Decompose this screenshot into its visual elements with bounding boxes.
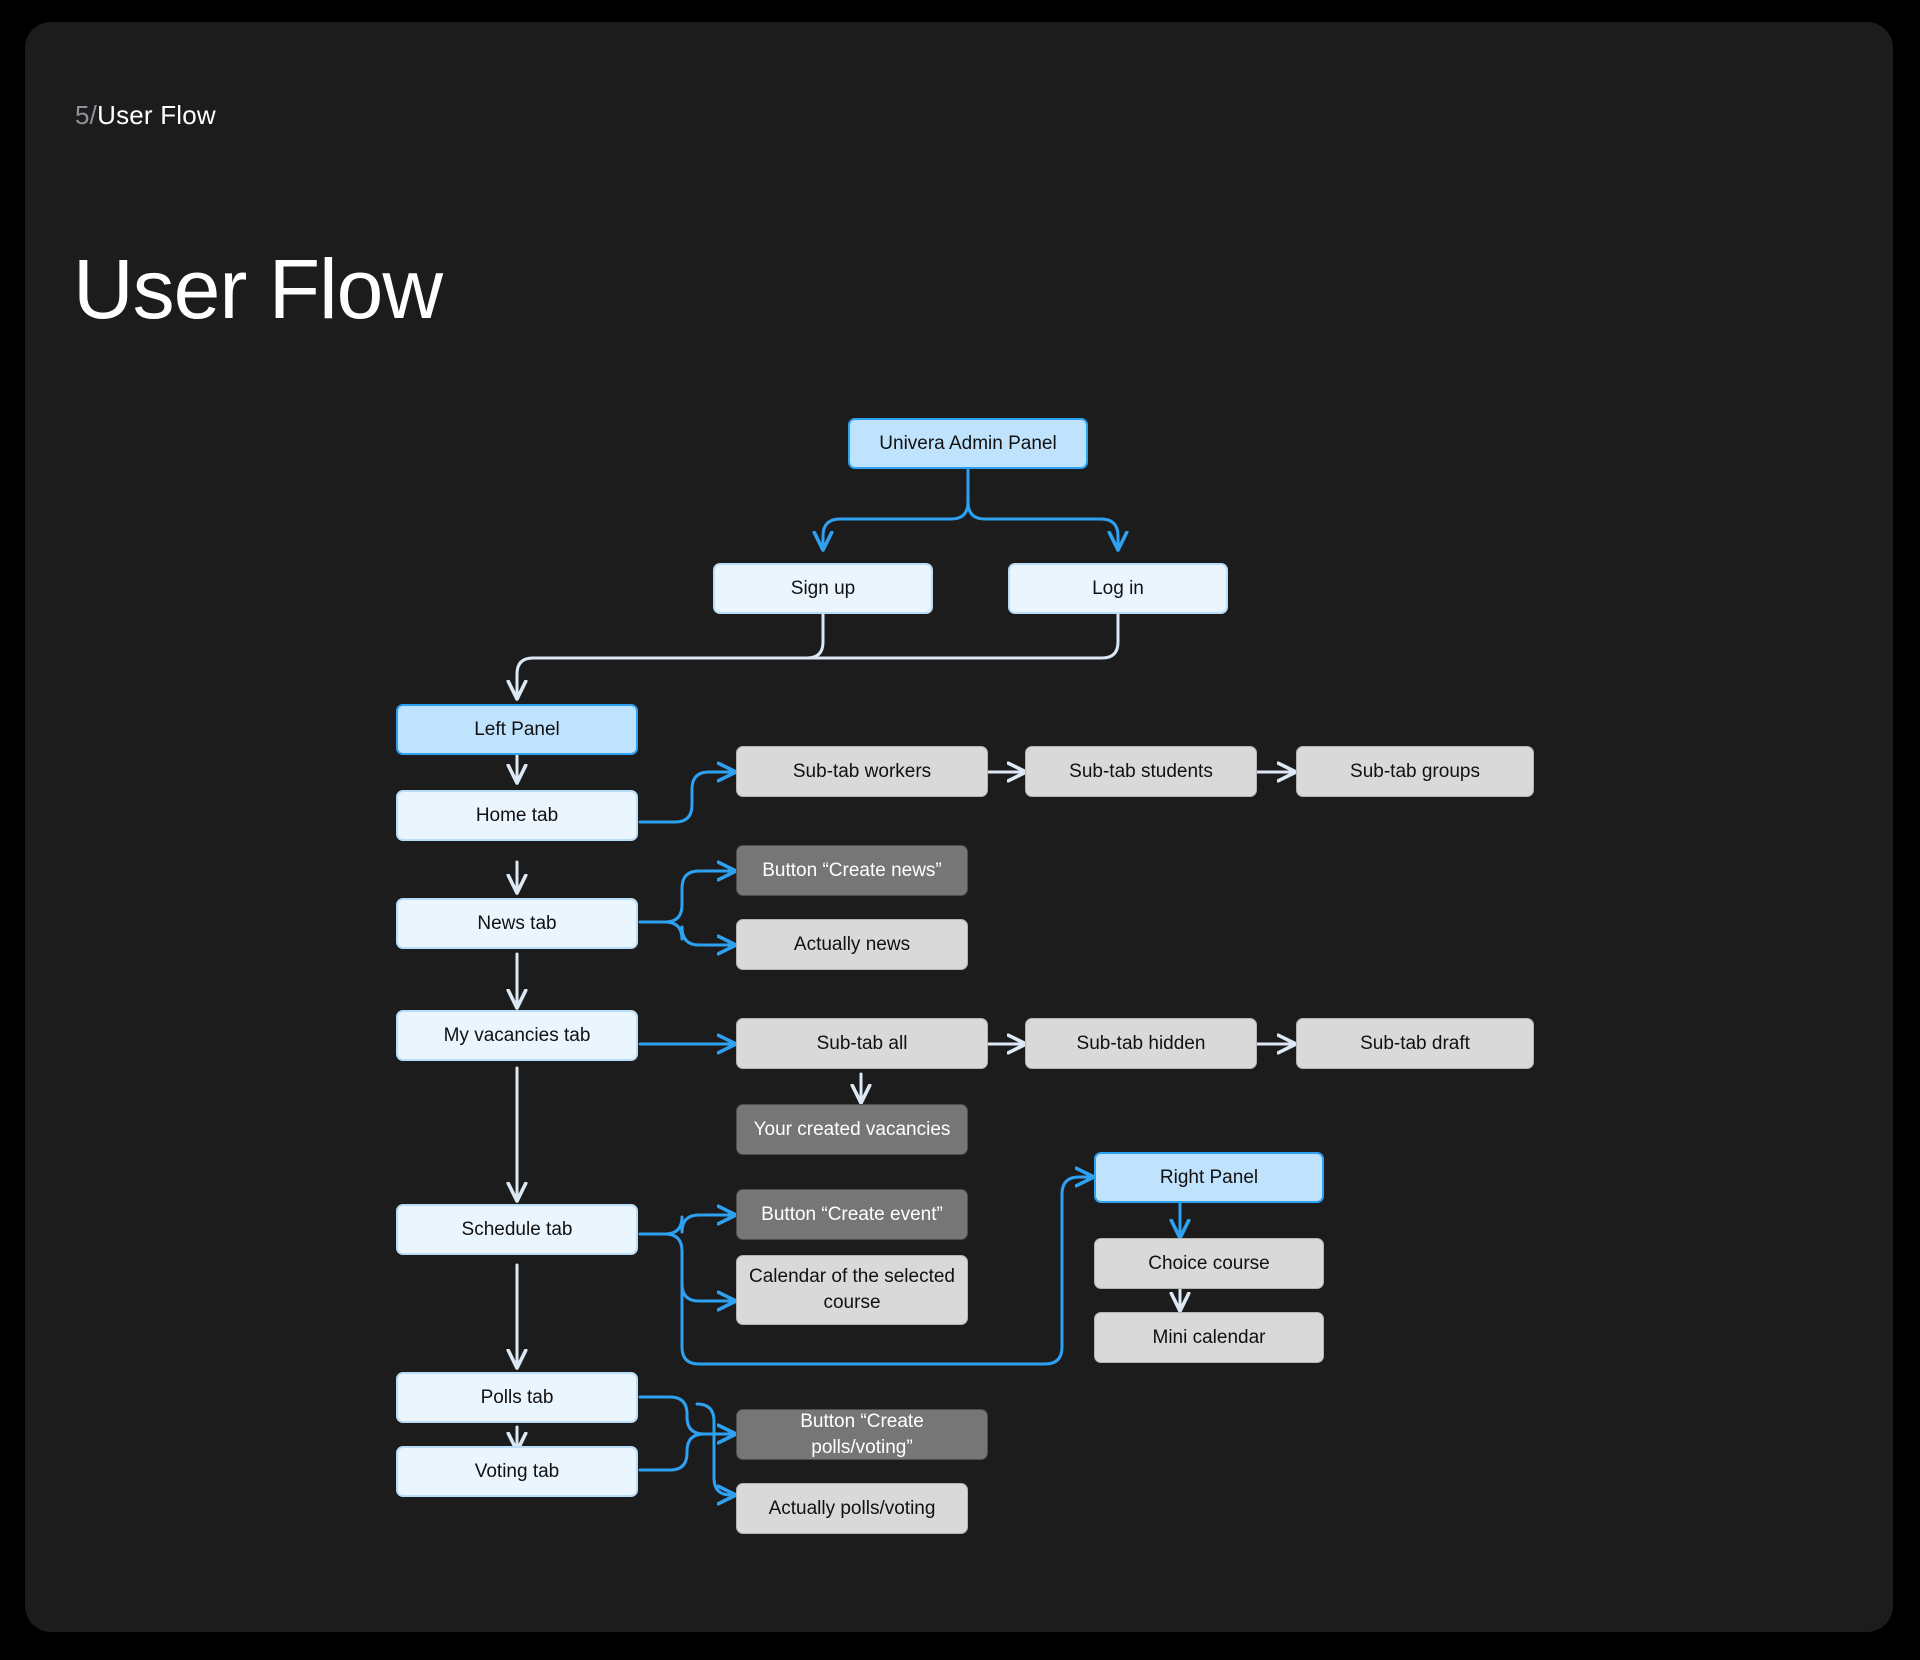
node-sub-tab-groups[interactable]: Sub-tab groups — [1296, 746, 1534, 797]
page-title: User Flow — [73, 242, 443, 336]
node-sub-tab-hidden[interactable]: Sub-tab hidden — [1025, 1018, 1257, 1069]
node-home-tab[interactable]: Home tab — [396, 790, 638, 841]
node-sub-tab-all[interactable]: Sub-tab all — [736, 1018, 988, 1069]
node-log-in[interactable]: Log in — [1008, 563, 1228, 614]
node-polls-tab[interactable]: Polls tab — [396, 1372, 638, 1423]
flow-connectors — [25, 467, 1893, 1632]
slide-number: 5/ — [75, 100, 98, 130]
node-univera-admin-panel[interactable]: Univera Admin Panel — [848, 418, 1088, 469]
node-mini-calendar[interactable]: Mini calendar — [1094, 1312, 1324, 1363]
node-button-create-polls-voting[interactable]: Button “Create polls/voting” — [736, 1409, 988, 1460]
node-news-tab[interactable]: News tab — [396, 898, 638, 949]
slide-canvas: 5/User Flow User Flow — [25, 22, 1893, 1632]
node-my-vacancies-tab[interactable]: My vacancies tab — [396, 1010, 638, 1061]
node-left-panel[interactable]: Left Panel — [396, 704, 638, 755]
node-sub-tab-students[interactable]: Sub-tab students — [1025, 746, 1257, 797]
node-button-create-event[interactable]: Button “Create event” — [736, 1189, 968, 1240]
node-actually-polls-voting[interactable]: Actually polls/voting — [736, 1483, 968, 1534]
node-sub-tab-workers[interactable]: Sub-tab workers — [736, 746, 988, 797]
slide-section-label: User Flow — [97, 100, 216, 130]
node-sub-tab-draft[interactable]: Sub-tab draft — [1296, 1018, 1534, 1069]
node-actually-news[interactable]: Actually news — [736, 919, 968, 970]
node-voting-tab[interactable]: Voting tab — [396, 1446, 638, 1497]
node-button-create-news[interactable]: Button “Create news” — [736, 845, 968, 896]
slide-number-label: 5/User Flow — [75, 100, 216, 131]
node-your-created-vacancies[interactable]: Your created vacancies — [736, 1104, 968, 1155]
node-right-panel[interactable]: Right Panel — [1094, 1152, 1324, 1203]
node-sign-up[interactable]: Sign up — [713, 563, 933, 614]
node-schedule-tab[interactable]: Schedule tab — [396, 1204, 638, 1255]
node-calendar-selected-course[interactable]: Calendar of the selected course — [736, 1255, 968, 1325]
node-choice-course[interactable]: Choice course — [1094, 1238, 1324, 1289]
